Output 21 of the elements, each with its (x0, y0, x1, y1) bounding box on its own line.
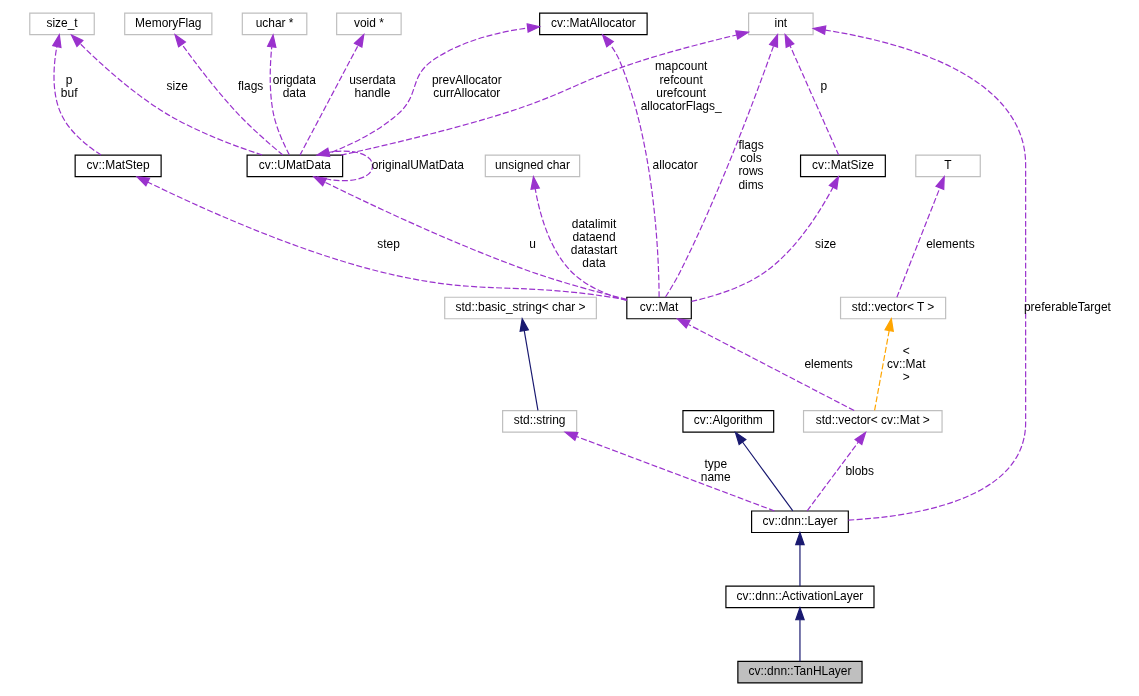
edge-label: size (815, 236, 837, 251)
edge-label: type name (700, 457, 731, 485)
edge-label: originalUMatData (371, 157, 464, 172)
edge-label: elements (926, 236, 975, 251)
edge-label: u (529, 236, 536, 251)
edge-label: elements (804, 356, 853, 371)
edge-label: flags (238, 79, 264, 94)
edge-label: preferableTarget (1023, 299, 1111, 314)
edge-label: p (820, 79, 828, 94)
edge-label: size (166, 79, 188, 94)
edge-label: prevAllocator currAllocator (431, 72, 502, 100)
edge-label: blobs (845, 463, 874, 478)
edge-label: p buf (60, 72, 78, 100)
edge-label: flags cols rows dims (738, 138, 764, 192)
edge-label: mapcount refcount urefcount allocatorFlags_ (640, 59, 722, 113)
edge-label: origdata data (272, 72, 316, 100)
edge-label: userdata handle (349, 72, 396, 100)
edge-label: allocator (652, 157, 698, 172)
edge-label: datalimit dataend datastart data (570, 217, 618, 271)
edge-label: step (377, 236, 400, 251)
edge-label: < cv::Mat > (886, 343, 926, 384)
